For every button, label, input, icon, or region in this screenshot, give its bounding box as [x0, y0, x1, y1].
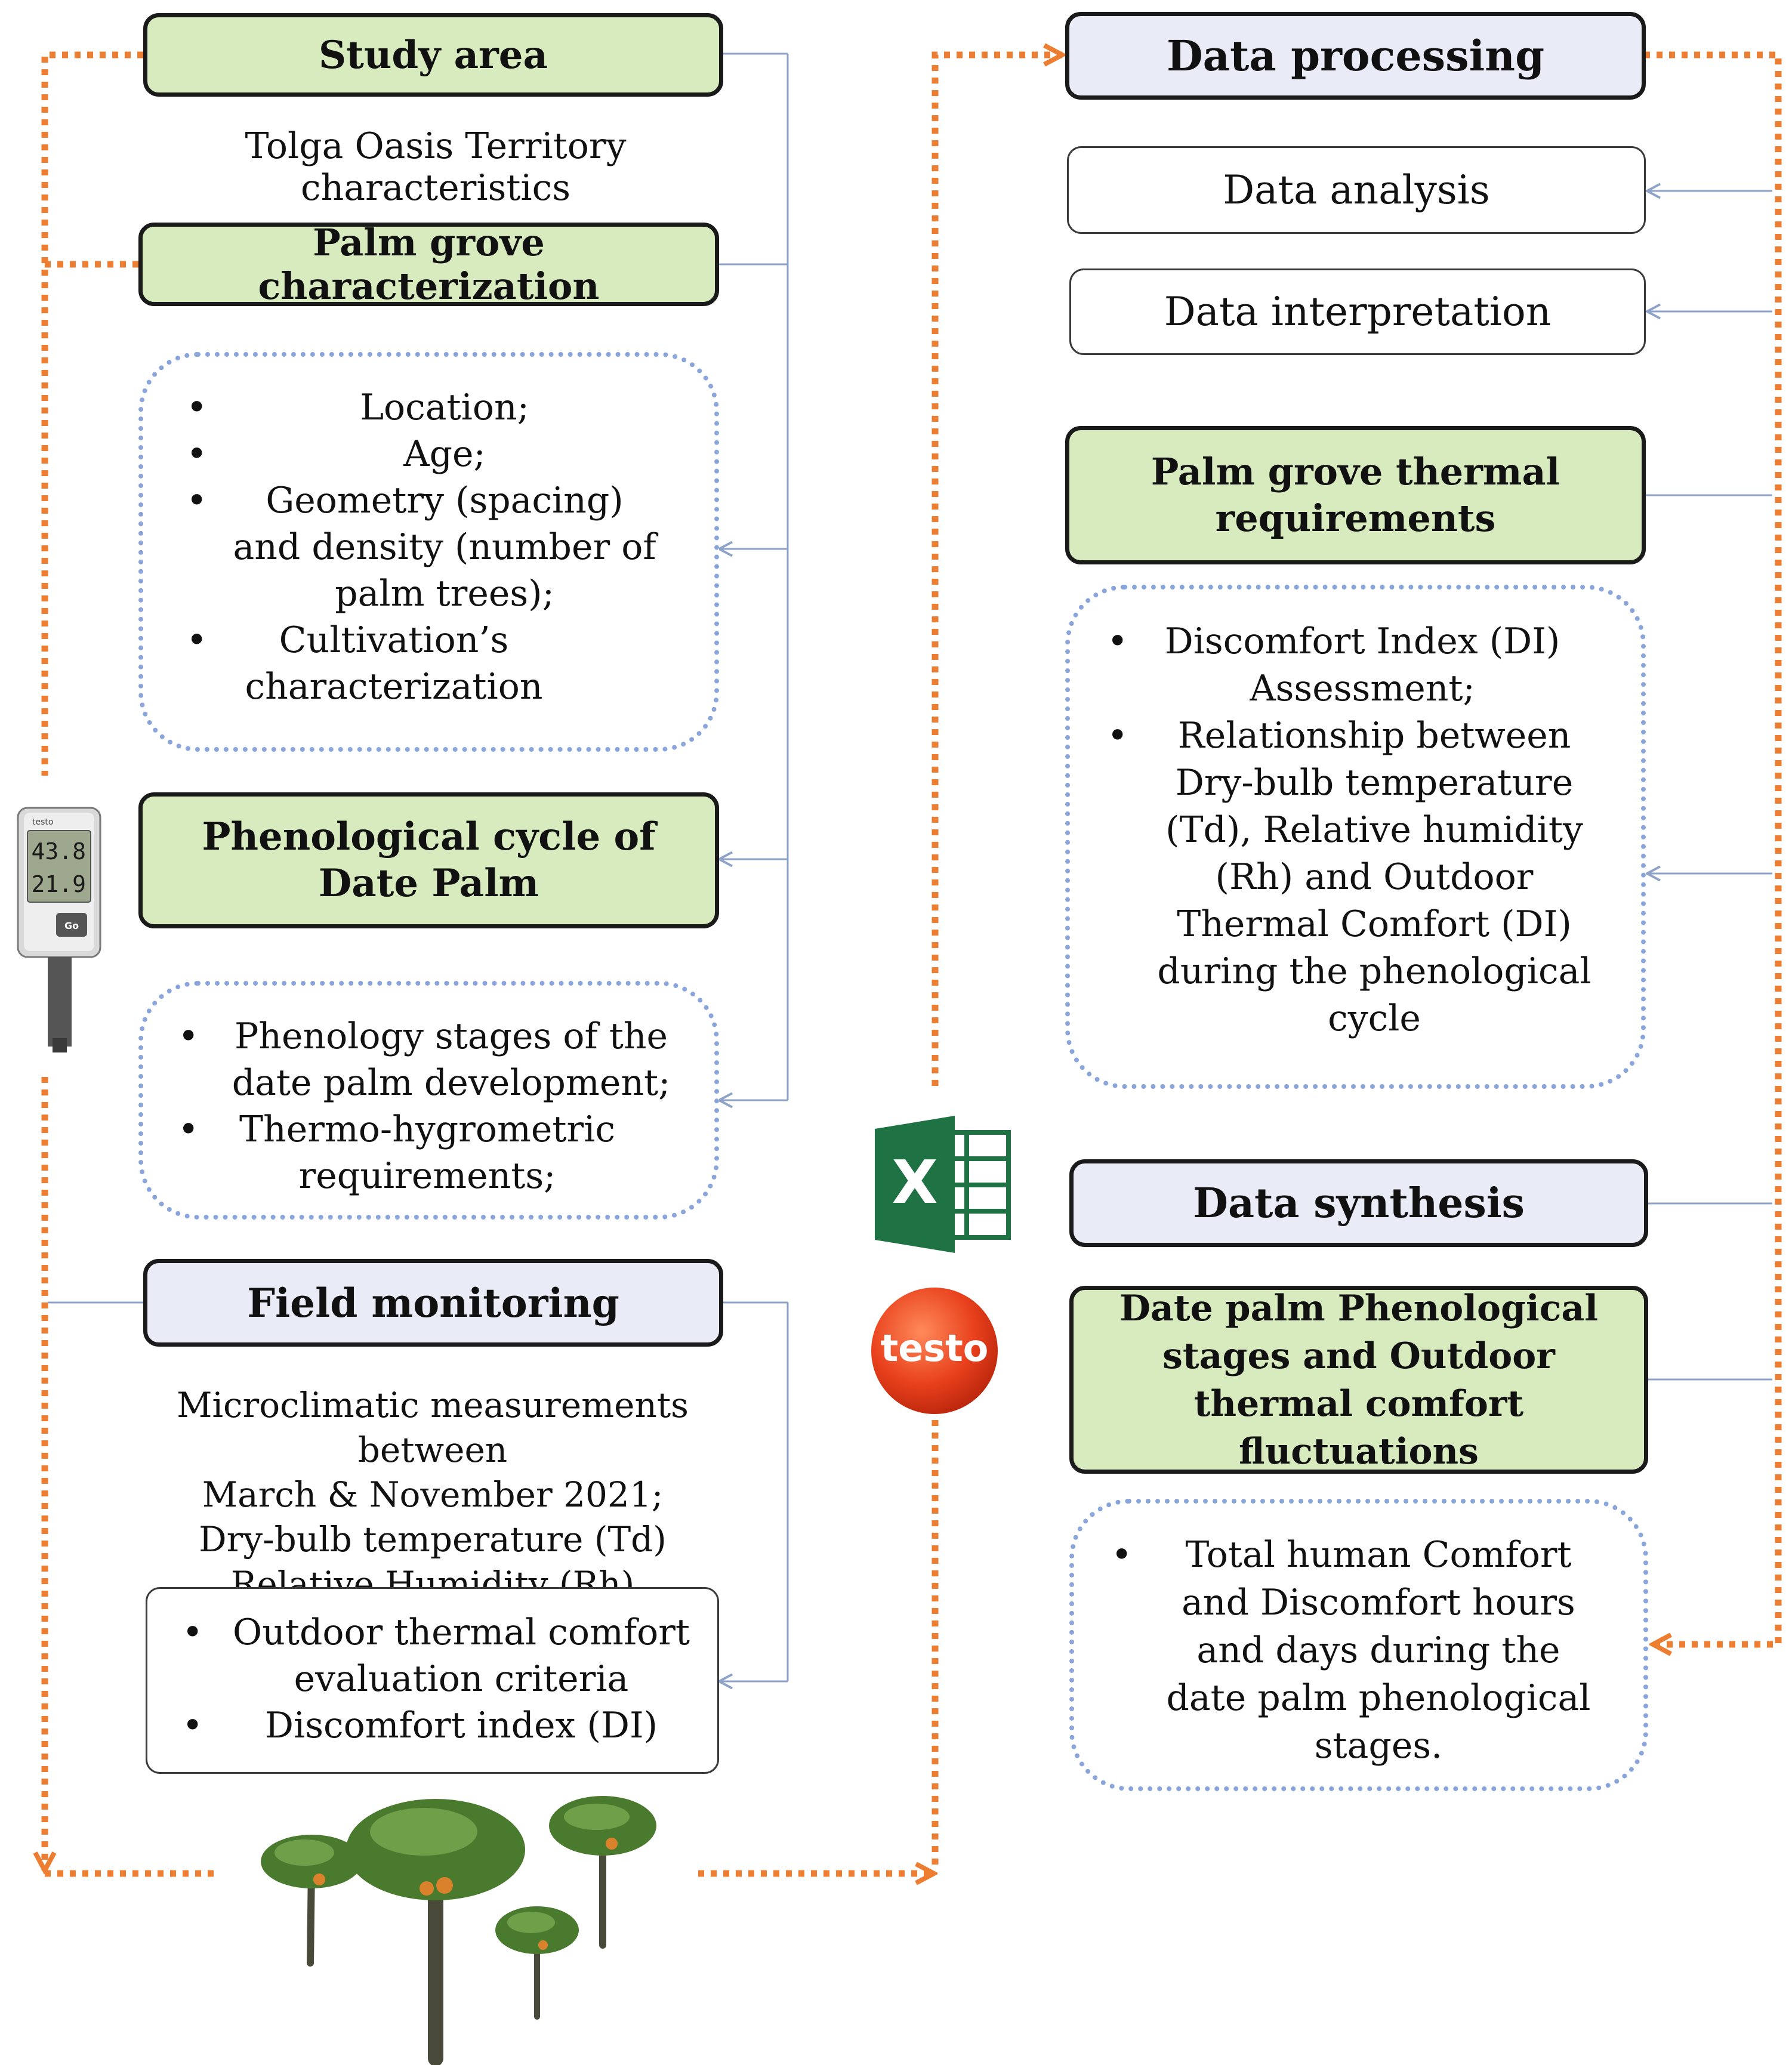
- phenological-details: Phenology stages of the date palm develo…: [138, 981, 719, 1220]
- field-bracket: [48, 1301, 789, 1681]
- list-item: Geometry (spacing) and density (number o…: [179, 477, 662, 617]
- excel-icon: X: [875, 1116, 1011, 1253]
- palm-trees-icon: [261, 1796, 656, 2065]
- field-monitoring-title: Field monitoring: [247, 1279, 619, 1326]
- data-interpretation-box: Data interpretation: [1069, 268, 1646, 355]
- list-item: Discomfort index (DI): [175, 1702, 700, 1749]
- field-monitoring-details: Outdoor thermal comfort evaluation crite…: [146, 1587, 719, 1774]
- list-item: Phenology stages of the date palm develo…: [171, 1013, 684, 1106]
- thermal-requirements-title: Palm grove thermal requirements: [1151, 450, 1560, 540]
- field-monitoring-description: Microclimatic measurements between March…: [101, 1383, 764, 1607]
- field-monitoring-box: Field monitoring: [143, 1259, 723, 1347]
- list-item: Age;: [179, 431, 662, 477]
- thermal-requirements-box: Palm grove thermal requirements: [1065, 426, 1646, 564]
- device-reading-1: 43.8: [31, 838, 86, 865]
- device-button-label: Go: [64, 920, 79, 931]
- outcome-details: Total human Comfort and Discomfort hours…: [1069, 1499, 1648, 1791]
- field-monitoring-list: Outdoor thermal comfort evaluation crite…: [175, 1609, 700, 1749]
- data-synthesis-title: Data synthesis: [1193, 1179, 1525, 1227]
- description-line: March & November 2021;: [202, 1474, 664, 1515]
- excel-letter: X: [892, 1147, 937, 1217]
- description-line: Microclimatic measurements between: [177, 1385, 689, 1470]
- phenological-list: Phenology stages of the date palm develo…: [171, 1013, 684, 1199]
- palm-grove-box: Palm grove characterization: [138, 221, 719, 308]
- study-area-title: Study area: [319, 32, 548, 78]
- testo-logo-icon: testo: [871, 1288, 998, 1414]
- thermal-list: Discomfort Index (DI) Assessment; Relati…: [1100, 618, 1601, 1042]
- list-item: Relationship between Dry-bulb temperatur…: [1100, 712, 1601, 1042]
- device-brand-text: testo: [32, 817, 53, 827]
- phenological-box: Phenological cycle of Date Palm: [138, 792, 719, 928]
- data-analysis-label: Data analysis: [1223, 167, 1490, 213]
- orange-flow: [45, 55, 1782, 1873]
- data-interpretation-label: Data interpretation: [1164, 289, 1552, 335]
- data-processing-title: Data processing: [1166, 31, 1545, 81]
- device-reading-2: 21.9: [31, 871, 86, 897]
- list-item: Total human Comfort and Discomfort hours…: [1104, 1531, 1605, 1770]
- datalogger-device-icon: testo 43.8 21.9 Go: [17, 807, 101, 1052]
- palm-grove-list: Location; Age; Geometry (spacing) and de…: [179, 384, 662, 710]
- study-area-description: Tolga Oasis Territory characteristics: [245, 125, 627, 209]
- right-bracket: [1644, 191, 1772, 1381]
- list-item: Thermo-hygrometric requirements;: [171, 1106, 636, 1199]
- list-item: Outdoor thermal comfort evaluation crite…: [175, 1609, 700, 1702]
- list-item: Cultivation’s characterization: [179, 617, 561, 710]
- data-analysis-box: Data analysis: [1067, 146, 1646, 234]
- study-area-box: Study area: [143, 13, 723, 97]
- data-synthesis-box: Data synthesis: [1069, 1159, 1648, 1247]
- outcome-title: Date palm Phenological stages and Outdoo…: [1119, 1287, 1598, 1473]
- testo-text: testo: [881, 1326, 989, 1370]
- outcome-list: Total human Comfort and Discomfort hours…: [1104, 1531, 1605, 1770]
- left-bracket: [719, 53, 789, 1100]
- description-line: Dry-bulb temperature (Td): [199, 1519, 667, 1560]
- thermal-requirements-details: Discomfort Index (DI) Assessment; Relati…: [1065, 585, 1646, 1089]
- list-item: Location;: [179, 384, 662, 431]
- palm-grove-details: Location; Age; Geometry (spacing) and de…: [138, 352, 719, 752]
- data-processing-box: Data processing: [1065, 12, 1646, 100]
- phenological-title: Phenological cycle of Date Palm: [202, 814, 656, 906]
- palm-grove-title: Palm grove characterization: [258, 221, 600, 308]
- outcome-box: Date palm Phenological stages and Outdoo…: [1069, 1286, 1648, 1474]
- list-item: Discomfort Index (DI) Assessment;: [1100, 618, 1577, 712]
